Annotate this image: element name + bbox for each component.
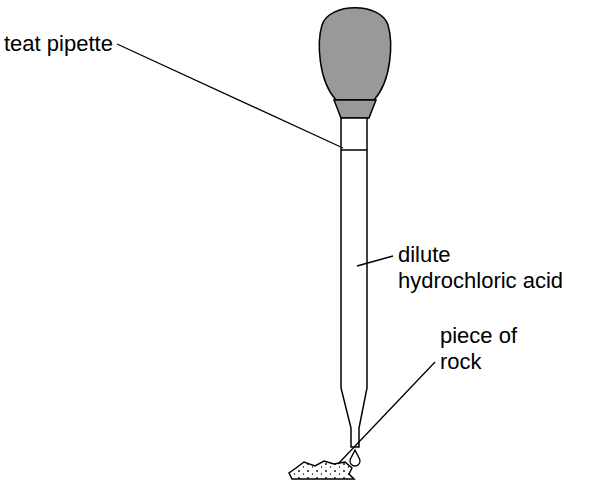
leader-line: [117, 44, 343, 148]
glass-tube: [341, 118, 367, 447]
teat-bulb: [319, 8, 390, 100]
part-label: dilute hydrochloric acid: [398, 242, 570, 294]
leader-line: [338, 362, 435, 464]
leader-line: [357, 256, 393, 266]
teat-collar: [334, 100, 376, 118]
acid-drop: [350, 450, 360, 466]
rock: [289, 461, 354, 479]
part-label: piece of rock: [440, 323, 540, 375]
part-label: teat pipette: [4, 31, 164, 57]
liquid-level: [341, 149, 367, 151]
